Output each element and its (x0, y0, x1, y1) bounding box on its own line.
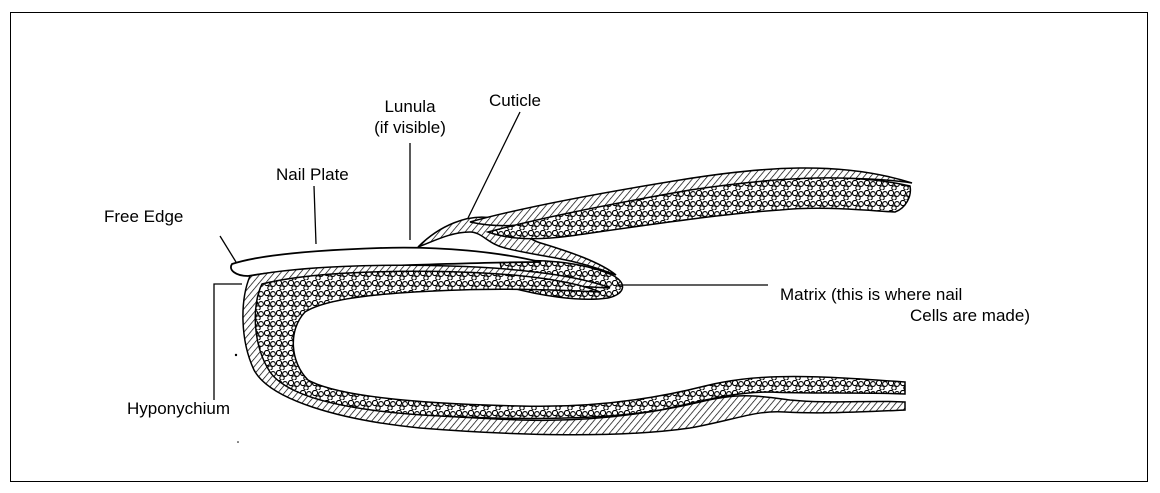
nail-plate-leader (314, 186, 316, 244)
free-edge-leader (220, 236, 236, 262)
speck (235, 354, 237, 356)
speck (237, 441, 239, 443)
lunula-label-line2: (if visible) (362, 117, 458, 138)
lunula-label-line1: Lunula (362, 96, 458, 117)
matrix-label-line1: Matrix (this is where nail (780, 284, 1030, 305)
cuticle-label: Cuticle (489, 90, 541, 111)
hyponychium-label: Hyponychium (127, 398, 230, 419)
cuticle-leader (468, 112, 520, 218)
nail-plate-label: Nail Plate (276, 164, 349, 185)
hyponychium-leader (214, 284, 242, 400)
matrix-label: Matrix (this is where nail Cells are mad… (780, 284, 1030, 326)
free-edge-label: Free Edge (104, 206, 183, 227)
matrix-label-line2: Cells are made) (780, 305, 1030, 326)
lunula-label: Lunula (if visible) (362, 96, 458, 138)
